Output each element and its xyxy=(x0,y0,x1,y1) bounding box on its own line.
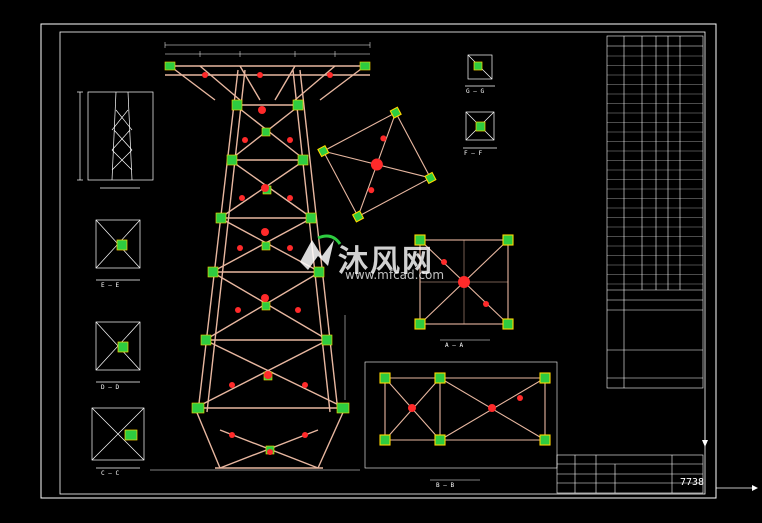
elevation-b-b xyxy=(364,361,558,481)
rotated-plan-view xyxy=(317,106,437,223)
section-e xyxy=(95,219,141,281)
title-block xyxy=(556,454,704,494)
tower-outline-view xyxy=(77,91,154,189)
inner-frame xyxy=(59,31,706,495)
section-label-d: D — D xyxy=(101,384,120,391)
mf-logo-icon xyxy=(300,234,342,270)
material-table-rows xyxy=(607,55,703,285)
material-table xyxy=(606,35,704,389)
section-f xyxy=(463,111,497,149)
section-label-b: B — B xyxy=(436,482,455,489)
section-label-e: E — E xyxy=(101,282,120,289)
bolt-marks xyxy=(202,72,333,455)
outer-frame xyxy=(40,23,717,499)
section-d xyxy=(95,321,141,383)
sheet-number: 7738 xyxy=(680,477,705,488)
watermark-brand: 沐风网 xyxy=(338,244,434,279)
tower-elevation xyxy=(165,65,370,469)
section-label-f: F — F xyxy=(464,150,483,157)
section-label-c: C — C xyxy=(101,470,120,477)
section-label-a: A — A xyxy=(445,342,464,349)
section-c xyxy=(91,407,145,469)
section-g xyxy=(465,54,495,87)
section-label-g: G — G xyxy=(466,88,485,95)
plan-a-a xyxy=(414,234,514,341)
watermark-url: www.mfcad.com xyxy=(345,268,445,282)
